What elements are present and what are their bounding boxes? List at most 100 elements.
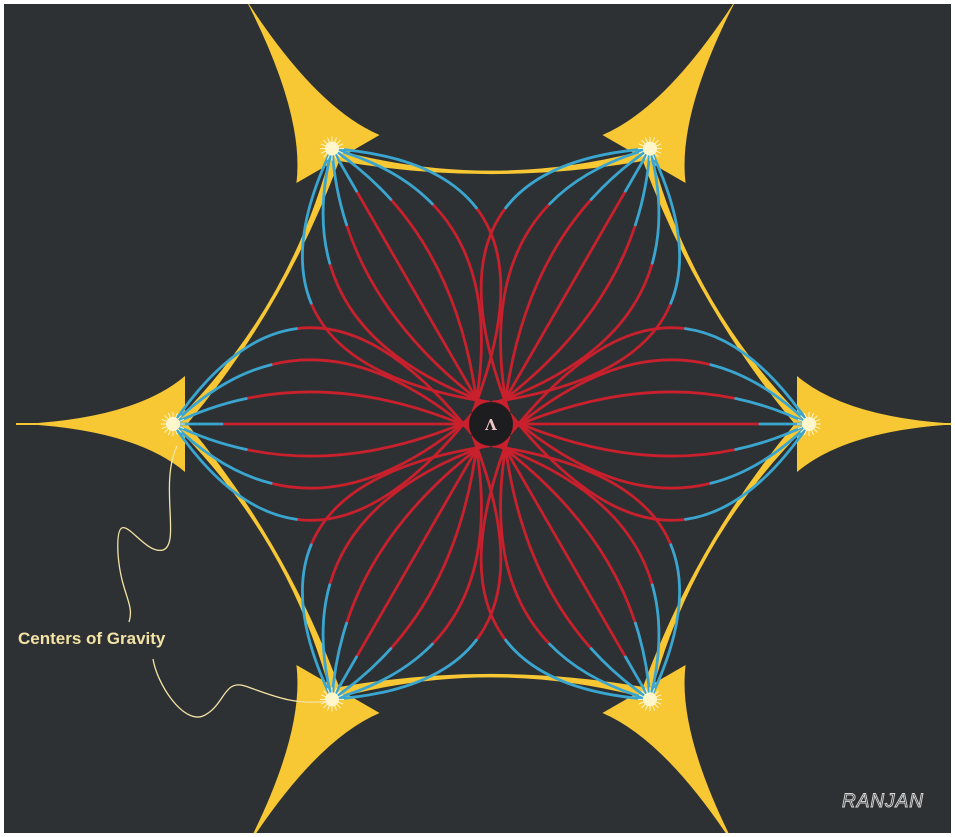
field-line-red bbox=[389, 439, 479, 651]
gravity-center-dot bbox=[325, 141, 339, 156]
field-line-red bbox=[355, 189, 482, 407]
field-line-red bbox=[471, 435, 503, 642]
gravity-field-diagram: Λ Centers of Gravity RANJAN bbox=[16, 4, 951, 833]
field-line-red bbox=[309, 301, 491, 404]
field-line-blue bbox=[171, 327, 298, 426]
field-line-red bbox=[309, 444, 491, 547]
field-line-blue bbox=[648, 147, 661, 265]
annotation: Centers of Gravity bbox=[18, 445, 327, 718]
field-line-blue bbox=[171, 363, 273, 426]
field-line-blue bbox=[330, 638, 478, 701]
web-spike bbox=[602, 4, 734, 183]
web-spike-tail bbox=[16, 423, 53, 425]
field-line-red bbox=[430, 202, 483, 411]
field-line-red bbox=[509, 413, 687, 522]
field-line-blue bbox=[684, 327, 811, 426]
field-line-blue bbox=[648, 543, 681, 701]
web-spike bbox=[248, 4, 380, 183]
field-line-blue bbox=[589, 147, 652, 201]
field-line-red bbox=[244, 390, 471, 429]
field-line-blue bbox=[648, 147, 681, 305]
field-line-red bbox=[295, 326, 473, 435]
gravity-center bbox=[797, 412, 821, 436]
field-line-red bbox=[497, 443, 637, 625]
web-spike bbox=[23, 376, 185, 472]
field-lines bbox=[171, 147, 811, 701]
field-line-blue bbox=[589, 647, 652, 701]
field-line-blue bbox=[330, 147, 348, 227]
field-line-red bbox=[511, 390, 738, 429]
annotation-leader-line bbox=[117, 445, 327, 718]
field-line-red bbox=[479, 206, 511, 413]
field-line-blue bbox=[171, 422, 298, 521]
field-line-blue bbox=[330, 621, 348, 701]
field-line-red bbox=[503, 439, 593, 651]
field-line-red bbox=[328, 444, 488, 587]
field-line-red bbox=[295, 413, 473, 522]
field-line-red bbox=[244, 419, 471, 458]
field-line-blue bbox=[301, 147, 334, 305]
gravity-center bbox=[320, 136, 344, 161]
field-line-red bbox=[355, 441, 482, 659]
field-line-red bbox=[511, 419, 738, 458]
field-line-red bbox=[269, 416, 472, 490]
field-line-blue bbox=[548, 147, 652, 206]
field-line-red bbox=[328, 261, 488, 404]
field-line-red bbox=[509, 326, 687, 435]
gravity-center bbox=[320, 687, 344, 712]
field-line-red bbox=[430, 437, 483, 646]
field-line-blue bbox=[648, 583, 661, 701]
field-line-red bbox=[494, 444, 654, 587]
web-spike bbox=[602, 665, 729, 833]
field-line-blue bbox=[504, 638, 652, 701]
gravity-center-dot bbox=[643, 692, 657, 707]
gravity-centers bbox=[161, 136, 821, 712]
field-line-red bbox=[345, 443, 485, 625]
yellow-web bbox=[16, 4, 951, 833]
field-line-blue bbox=[301, 543, 334, 701]
field-line-blue bbox=[548, 642, 652, 701]
field-line-blue bbox=[709, 422, 811, 485]
center-hub-circle bbox=[469, 402, 513, 446]
field-line-blue bbox=[634, 147, 652, 227]
field-line-red bbox=[491, 444, 673, 547]
field-line-blue bbox=[330, 147, 434, 206]
center-symbol: Λ bbox=[484, 416, 497, 434]
annotation-label: Centers of Gravity bbox=[18, 629, 166, 648]
gravity-center bbox=[161, 412, 185, 436]
field-line-blue bbox=[330, 647, 393, 701]
field-line-red bbox=[494, 261, 654, 404]
web-spike bbox=[797, 376, 951, 472]
field-line-blue bbox=[330, 147, 478, 210]
field-line-red bbox=[499, 202, 552, 411]
field-line-blue bbox=[634, 621, 652, 701]
field-line-blue bbox=[171, 422, 273, 485]
field-line-blue bbox=[684, 422, 811, 521]
gravity-center-dot bbox=[166, 417, 180, 431]
field-line-blue bbox=[709, 363, 811, 426]
field-line-blue bbox=[321, 583, 334, 701]
field-line-red bbox=[471, 206, 503, 413]
web-spike-tail bbox=[919, 423, 951, 425]
center-hub: Λ bbox=[469, 402, 513, 446]
field-line-blue bbox=[504, 147, 652, 210]
field-line-red bbox=[345, 223, 485, 405]
field-line-red bbox=[503, 197, 593, 409]
gravity-center bbox=[638, 687, 662, 712]
field-line-red bbox=[499, 437, 552, 646]
field-line-blue bbox=[330, 147, 393, 201]
field-line-red bbox=[479, 435, 511, 642]
field-line-red bbox=[500, 189, 627, 407]
field-line-red bbox=[510, 358, 713, 432]
gravity-center bbox=[638, 136, 662, 161]
field-line-red bbox=[491, 301, 673, 404]
field-line-blue bbox=[321, 147, 334, 265]
gravity-center-dot bbox=[325, 692, 339, 707]
field-line-red bbox=[497, 223, 637, 405]
gravity-center-dot bbox=[802, 417, 816, 431]
field-line-red bbox=[500, 441, 627, 659]
field-line-red bbox=[269, 358, 472, 432]
web-spike bbox=[253, 665, 380, 833]
field-line-red bbox=[510, 416, 713, 490]
field-line-blue bbox=[330, 642, 434, 701]
